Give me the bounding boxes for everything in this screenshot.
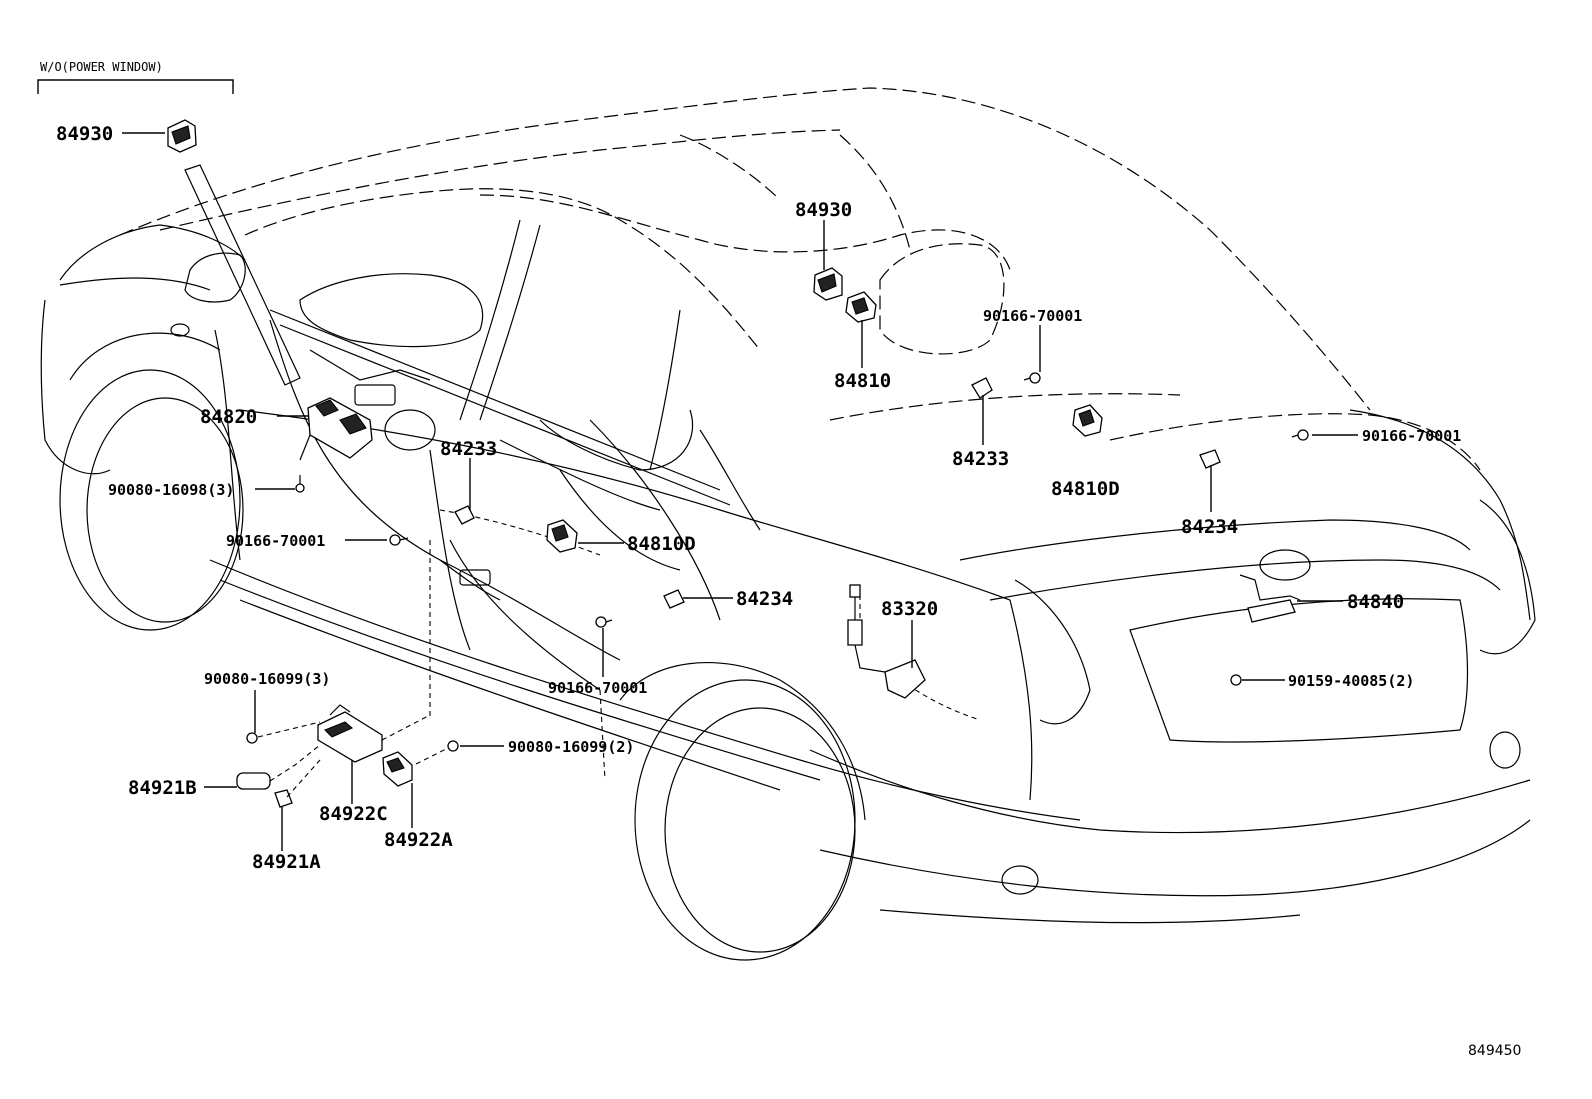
courtesy-switch-84234-left (663, 589, 685, 609)
vehicle-outline (40, 87, 1536, 961)
callout-84820: 84820 (200, 406, 257, 428)
figure-code: 849450 (1468, 1043, 1521, 1059)
button-84921a (274, 789, 293, 808)
callout-90159-40085: 90159-40085(2) (1288, 672, 1414, 690)
callout-84921b: 84921B (128, 777, 197, 799)
callout-labels: 84930 84930 84810 84820 90166-70001 8423… (56, 123, 1461, 873)
courtesy-switch-84234-right (1199, 449, 1221, 469)
section-note-label: W/O(POWER WINDOW) (40, 60, 163, 74)
callout-84840: 84840 (1347, 591, 1404, 613)
switch-84930-wo (167, 119, 197, 153)
callout-84233-left: 84233 (440, 438, 497, 460)
callout-90080-16099-2: 90080-16099(2) (508, 738, 634, 756)
switch-84810d-right (1072, 404, 1103, 437)
screw-90080-16099-3 (246, 732, 258, 744)
callout-84921a: 84921A (252, 851, 321, 873)
screw-90166-bottom (595, 616, 613, 628)
switch-84922a (382, 751, 413, 787)
callout-83320: 83320 (881, 598, 938, 620)
switch-84810 (845, 291, 877, 323)
parts (167, 119, 1309, 808)
callout-90080-16099-3: 90080-16099(3) (204, 670, 330, 688)
callout-84810: 84810 (834, 370, 891, 392)
leader-lines (122, 132, 1358, 851)
callout-84810d-right: 84810D (1051, 478, 1120, 500)
button-84921b (236, 772, 271, 790)
callout-84922a: 84922A (384, 829, 453, 851)
callout-90166-70001-right: 90166-70001 (1362, 427, 1461, 445)
courtesy-switch-84233-left (454, 505, 475, 525)
callout-84930-wo: 84930 (56, 123, 113, 145)
screw-90166-top (1023, 372, 1041, 384)
callout-84922c: 84922C (319, 803, 388, 825)
screw-90166-right (1291, 429, 1309, 441)
callout-84233-right: 84233 (952, 448, 1009, 470)
callout-84234-right: 84234 (1181, 516, 1238, 538)
callout-90166-70001-top: 90166-70001 (983, 307, 1082, 325)
section-note: W/O(POWER WINDOW) (37, 60, 234, 94)
switch-84810d-left (546, 519, 578, 553)
switch-84930 (813, 267, 843, 301)
callout-90166-70001-bottom: 90166-70001 (548, 679, 647, 697)
switch-84820 (299, 397, 373, 461)
sensor-83320 (847, 584, 926, 699)
callout-84810d-left: 84810D (627, 533, 696, 555)
screw-90166-left (389, 534, 409, 546)
callout-84234-left: 84234 (736, 588, 793, 610)
switch-bezel-84922c (317, 704, 383, 763)
screw-90080-16099-2 (447, 740, 459, 752)
callout-90166-70001-left: 90166-70001 (226, 532, 325, 550)
courtesy-switch-84233-right (971, 377, 993, 399)
callout-90080-16098: 90080-16098(3) (108, 481, 234, 499)
switch-84840 (1230, 574, 1301, 686)
callout-84930: 84930 (795, 199, 852, 221)
screw-90080-16098 (295, 475, 305, 493)
